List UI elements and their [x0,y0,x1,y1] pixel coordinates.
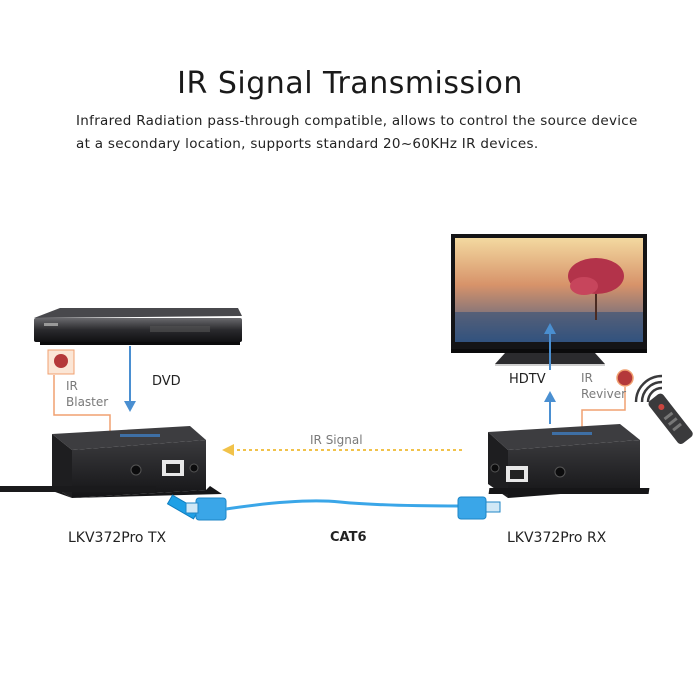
ir-reviver-label-line-1: IR [581,371,593,385]
ir-reviver-label: IR Reviver [581,370,626,402]
extender-tx-icon [0,426,222,498]
cat6-cable-icon [166,494,501,521]
extender-rx-icon [488,424,650,498]
ir-reviver-label-line-2: Reviver [581,387,627,401]
ir-blaster-label: IR Blaster [66,378,108,410]
ir-receiver-icon [581,369,634,440]
rx-label: LKV372Pro RX [507,530,607,546]
ir-signal-arrow [222,444,462,456]
ir-blaster-label-line-1: IR [66,379,78,393]
tx-label: LKV372Pro TX [68,530,167,546]
rx-to-hdtv-arrow [544,323,556,424]
description-line-2: at a secondary location, supports standa… [76,136,539,152]
page-title: IR Signal Transmission [177,66,523,101]
ir-signal-label: IR Signal [310,433,363,447]
description: Infrared Radiation pass-through compatib… [76,110,666,156]
dvd-label: DVD [152,374,181,389]
cable-label: CAT6 [330,530,367,545]
remote-control-icon [634,374,693,444]
dvd-player-icon [34,308,242,345]
ir-blaster-icon [47,349,111,442]
dvd-to-tx-arrow [124,346,136,412]
description-line-1: Infrared Radiation pass-through compatib… [76,113,638,129]
ir-blaster-label-line-2: Blaster [66,395,109,409]
hdtv-label: HDTV [509,372,546,387]
